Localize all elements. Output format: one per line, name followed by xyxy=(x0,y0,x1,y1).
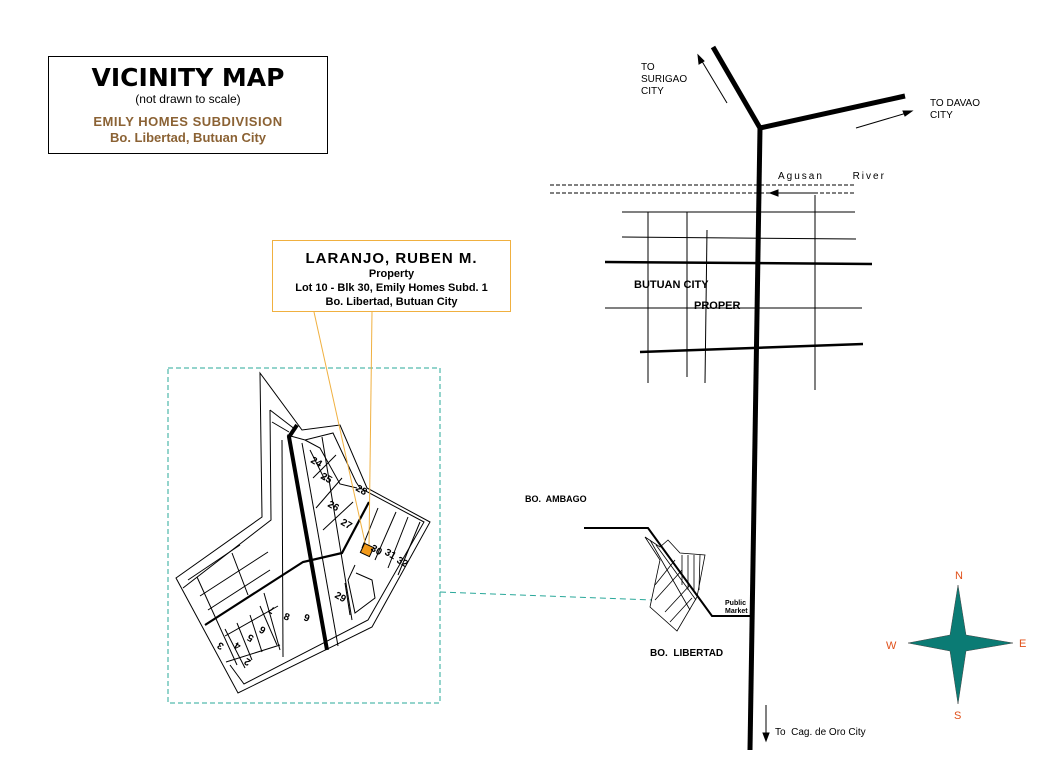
lot-numbers: 24 25 26 27 28 29 30 31 32 2 3 4 5 6 7 8… xyxy=(215,455,410,667)
subdivision-plan xyxy=(175,371,431,694)
label-to-davao: CITY xyxy=(930,110,953,121)
subdivision-location: Bo. Libertad, Butuan City xyxy=(110,130,266,145)
lot-number: 32 xyxy=(395,555,411,570)
label-to-surigao: CITY xyxy=(641,86,664,97)
main-road-subdivision xyxy=(286,423,329,651)
detail-link-line xyxy=(439,591,653,601)
direction-arrows xyxy=(697,53,914,743)
title-block: VICINITY MAP (not drawn to scale) EMILY … xyxy=(48,56,328,154)
lot-number: 24 xyxy=(309,455,325,470)
lot-number: 2 xyxy=(242,655,253,668)
scale-note: (not drawn to scale) xyxy=(135,92,241,106)
lot-number: 5 xyxy=(245,631,256,644)
label-bo-libertad: BO. LIBERTAD xyxy=(650,648,723,659)
lot-number: 26 xyxy=(326,499,342,514)
lot-number: 28 xyxy=(354,483,370,498)
subject-property-lot[interactable] xyxy=(359,542,375,558)
label-public-market: Public xyxy=(725,600,746,607)
lot-number: 3 xyxy=(215,639,226,652)
city-streets xyxy=(550,184,873,390)
lot-number: 7 xyxy=(266,603,277,616)
label-agusan-river: Agusan River xyxy=(778,171,886,182)
lot-number: 27 xyxy=(339,517,355,532)
highway xyxy=(710,45,906,751)
lot-block: Lot 10 - Blk 30, Emily Homes Subd. 1 xyxy=(295,282,488,294)
property-type: Property xyxy=(368,268,415,280)
compass-rose-icon: N S W E xyxy=(886,570,1026,722)
property-callout: LARANJO, RUBEN M. Property Lot 10 - Blk … xyxy=(272,240,511,312)
map-title: VICINITY MAP xyxy=(91,63,285,92)
secondary-road-subdivision xyxy=(204,501,370,626)
label-bo-ambago: BO. AMBAGO xyxy=(525,494,587,504)
compass-west: W xyxy=(886,640,897,652)
label-to-davao: TO DAVAO xyxy=(930,98,980,109)
callout-leader xyxy=(368,311,373,548)
compass-east: E xyxy=(1019,638,1026,650)
lot-number: 25 xyxy=(319,471,335,486)
label-to-surigao: TO xyxy=(641,62,655,73)
lot-number: 9 xyxy=(302,612,311,624)
label-proper: PROPER xyxy=(694,300,741,312)
lot-number: 29 xyxy=(333,590,349,605)
callout-leader xyxy=(313,311,367,548)
label-to-cagayan: To Cag. de Oro City xyxy=(775,727,866,738)
lot-number: 31 xyxy=(383,547,399,562)
detail-frame xyxy=(167,367,441,704)
libertad-subdivision-mini xyxy=(584,527,752,632)
lot-number: 30 xyxy=(369,543,385,558)
label-public-market: Market xyxy=(725,608,748,615)
property-address: Bo. Libertad, Butuan City xyxy=(325,296,458,308)
owner-name: LARANJO, RUBEN M. xyxy=(305,250,478,267)
label-butuan-city: BUTUAN CITY xyxy=(634,279,709,291)
lot-number: 8 xyxy=(282,611,291,623)
lot-number: 4 xyxy=(232,639,243,652)
compass-north: N xyxy=(955,570,963,582)
subdivision-name: EMILY HOMES SUBDIVISION xyxy=(93,114,283,129)
lot-number: 6 xyxy=(257,623,268,636)
label-to-surigao: SURIGAO xyxy=(641,74,687,85)
compass-south: S xyxy=(954,710,961,722)
